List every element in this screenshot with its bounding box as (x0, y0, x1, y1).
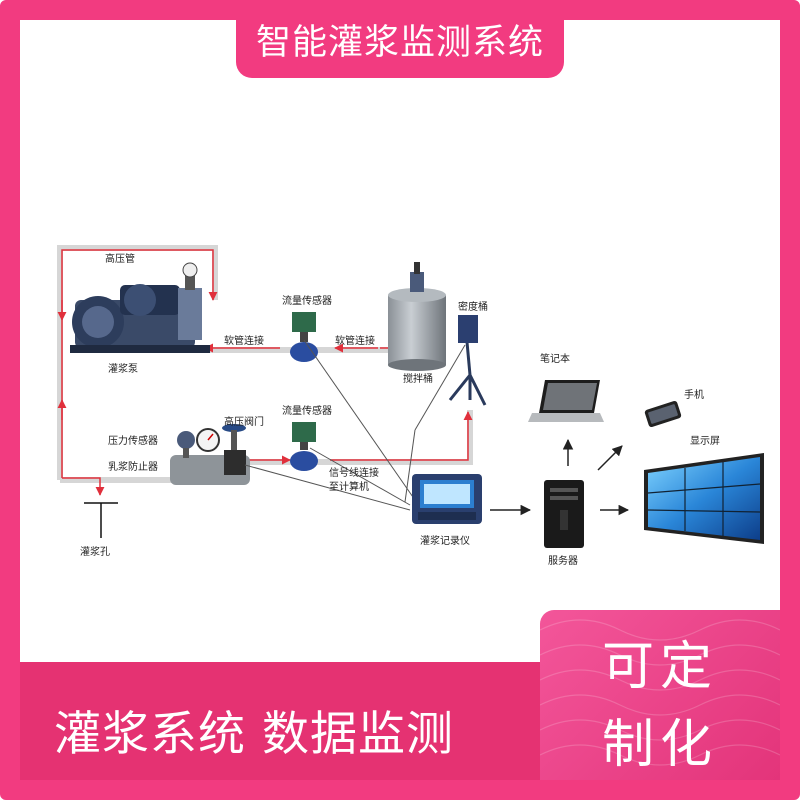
density-bucket (448, 315, 487, 406)
display-wall-icon (644, 453, 764, 544)
badge-line-2: 制化 (601, 715, 718, 775)
flow-path (57, 249, 473, 496)
flow-sensor-bottom (290, 422, 318, 471)
title-tab (236, 0, 564, 78)
label-hose-conn-right: 软管连接 (335, 334, 375, 347)
server-icon (544, 480, 584, 548)
grout-pump (70, 262, 210, 353)
pressure-assembly (170, 424, 250, 485)
label-pressure-sensor: 压力传感器 (108, 434, 158, 447)
signal-wires (244, 339, 466, 511)
phone-icon (644, 400, 682, 428)
grout-recorder (412, 474, 482, 524)
badge-line-1: 可定 (601, 637, 718, 697)
label-hose-conn-left: 软管连接 (224, 334, 264, 347)
label-phone: 手机 (684, 388, 704, 401)
grout-hole-symbol (84, 502, 118, 538)
label-high-pressure-hose: 高压管 (105, 252, 135, 265)
label-signal-line-2: 至计算机 (329, 480, 369, 493)
badge-wave-pattern (540, 619, 780, 766)
label-display-screen: 显示屏 (690, 435, 720, 447)
arrow-server-phone (597, 445, 623, 471)
label-mixing-bucket: 搅拌桶 (403, 372, 433, 385)
label-signal-line-1: 信号线连接 (329, 466, 379, 479)
customizable-badge (540, 610, 780, 780)
label-density-bucket: 密度桶 (458, 300, 488, 313)
mixing-tank (388, 262, 446, 371)
label-flow-sensor-top: 流量传感器 (282, 294, 332, 307)
label-grout-recorder: 灌浆记录仪 (420, 534, 470, 547)
label-grout-pump: 灌浆泵 (108, 362, 138, 375)
label-grout-hole: 灌浆孔 (80, 545, 110, 558)
label-high-pressure-valve: 高压阀门 (224, 415, 264, 428)
page-title: 智能灌浆监测系统 (255, 23, 544, 63)
laptop-icon (528, 380, 604, 422)
label-flow-sensor-bottom: 流量传感器 (282, 404, 332, 417)
label-server: 服务器 (548, 554, 578, 567)
label-grout-stopper: 乳浆防止器 (108, 460, 158, 473)
flow-sensor-top (290, 312, 318, 362)
label-laptop: 笔记本 (540, 352, 570, 365)
bottom-slogan: 灌浆系统 数据监测 (54, 707, 454, 762)
